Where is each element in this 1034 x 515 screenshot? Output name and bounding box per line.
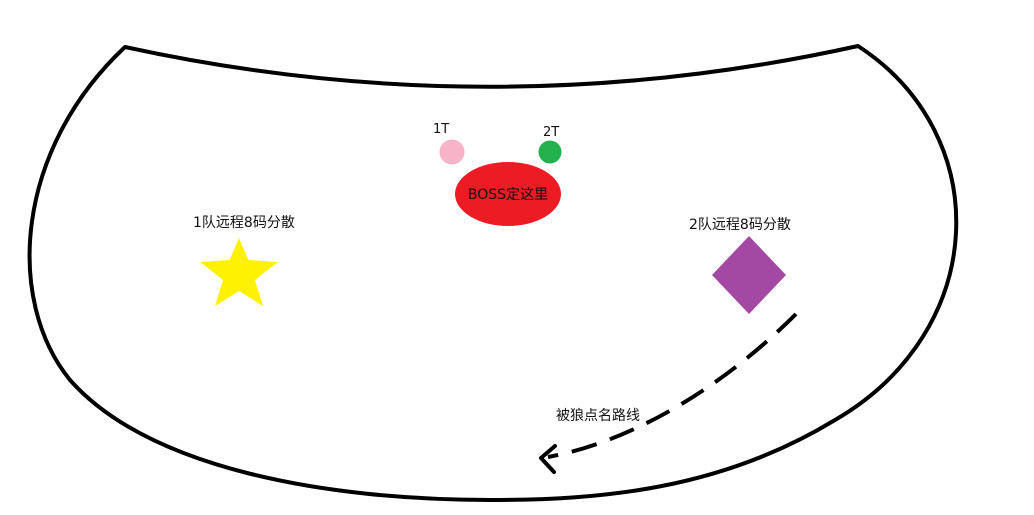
arena-outline: [27, 44, 959, 502]
tank-one-label: 1T: [433, 122, 449, 137]
group-two-label: 2队远程8码分散: [689, 217, 791, 233]
tank-two-marker: [538, 140, 562, 164]
path-route: [547, 312, 798, 459]
boss-label: BOSS定这里: [468, 186, 548, 203]
tank-one-marker: [439, 139, 465, 165]
path-label: 被狼点名路线: [556, 408, 640, 424]
star-icon: [200, 238, 278, 306]
diamond-icon: [712, 236, 786, 314]
group-one-label: 1队远程8码分散: [193, 215, 295, 231]
arrow-head-icon: [539, 444, 557, 474]
boss-marker: [455, 162, 561, 226]
tank-two-label: 2T: [543, 125, 559, 140]
